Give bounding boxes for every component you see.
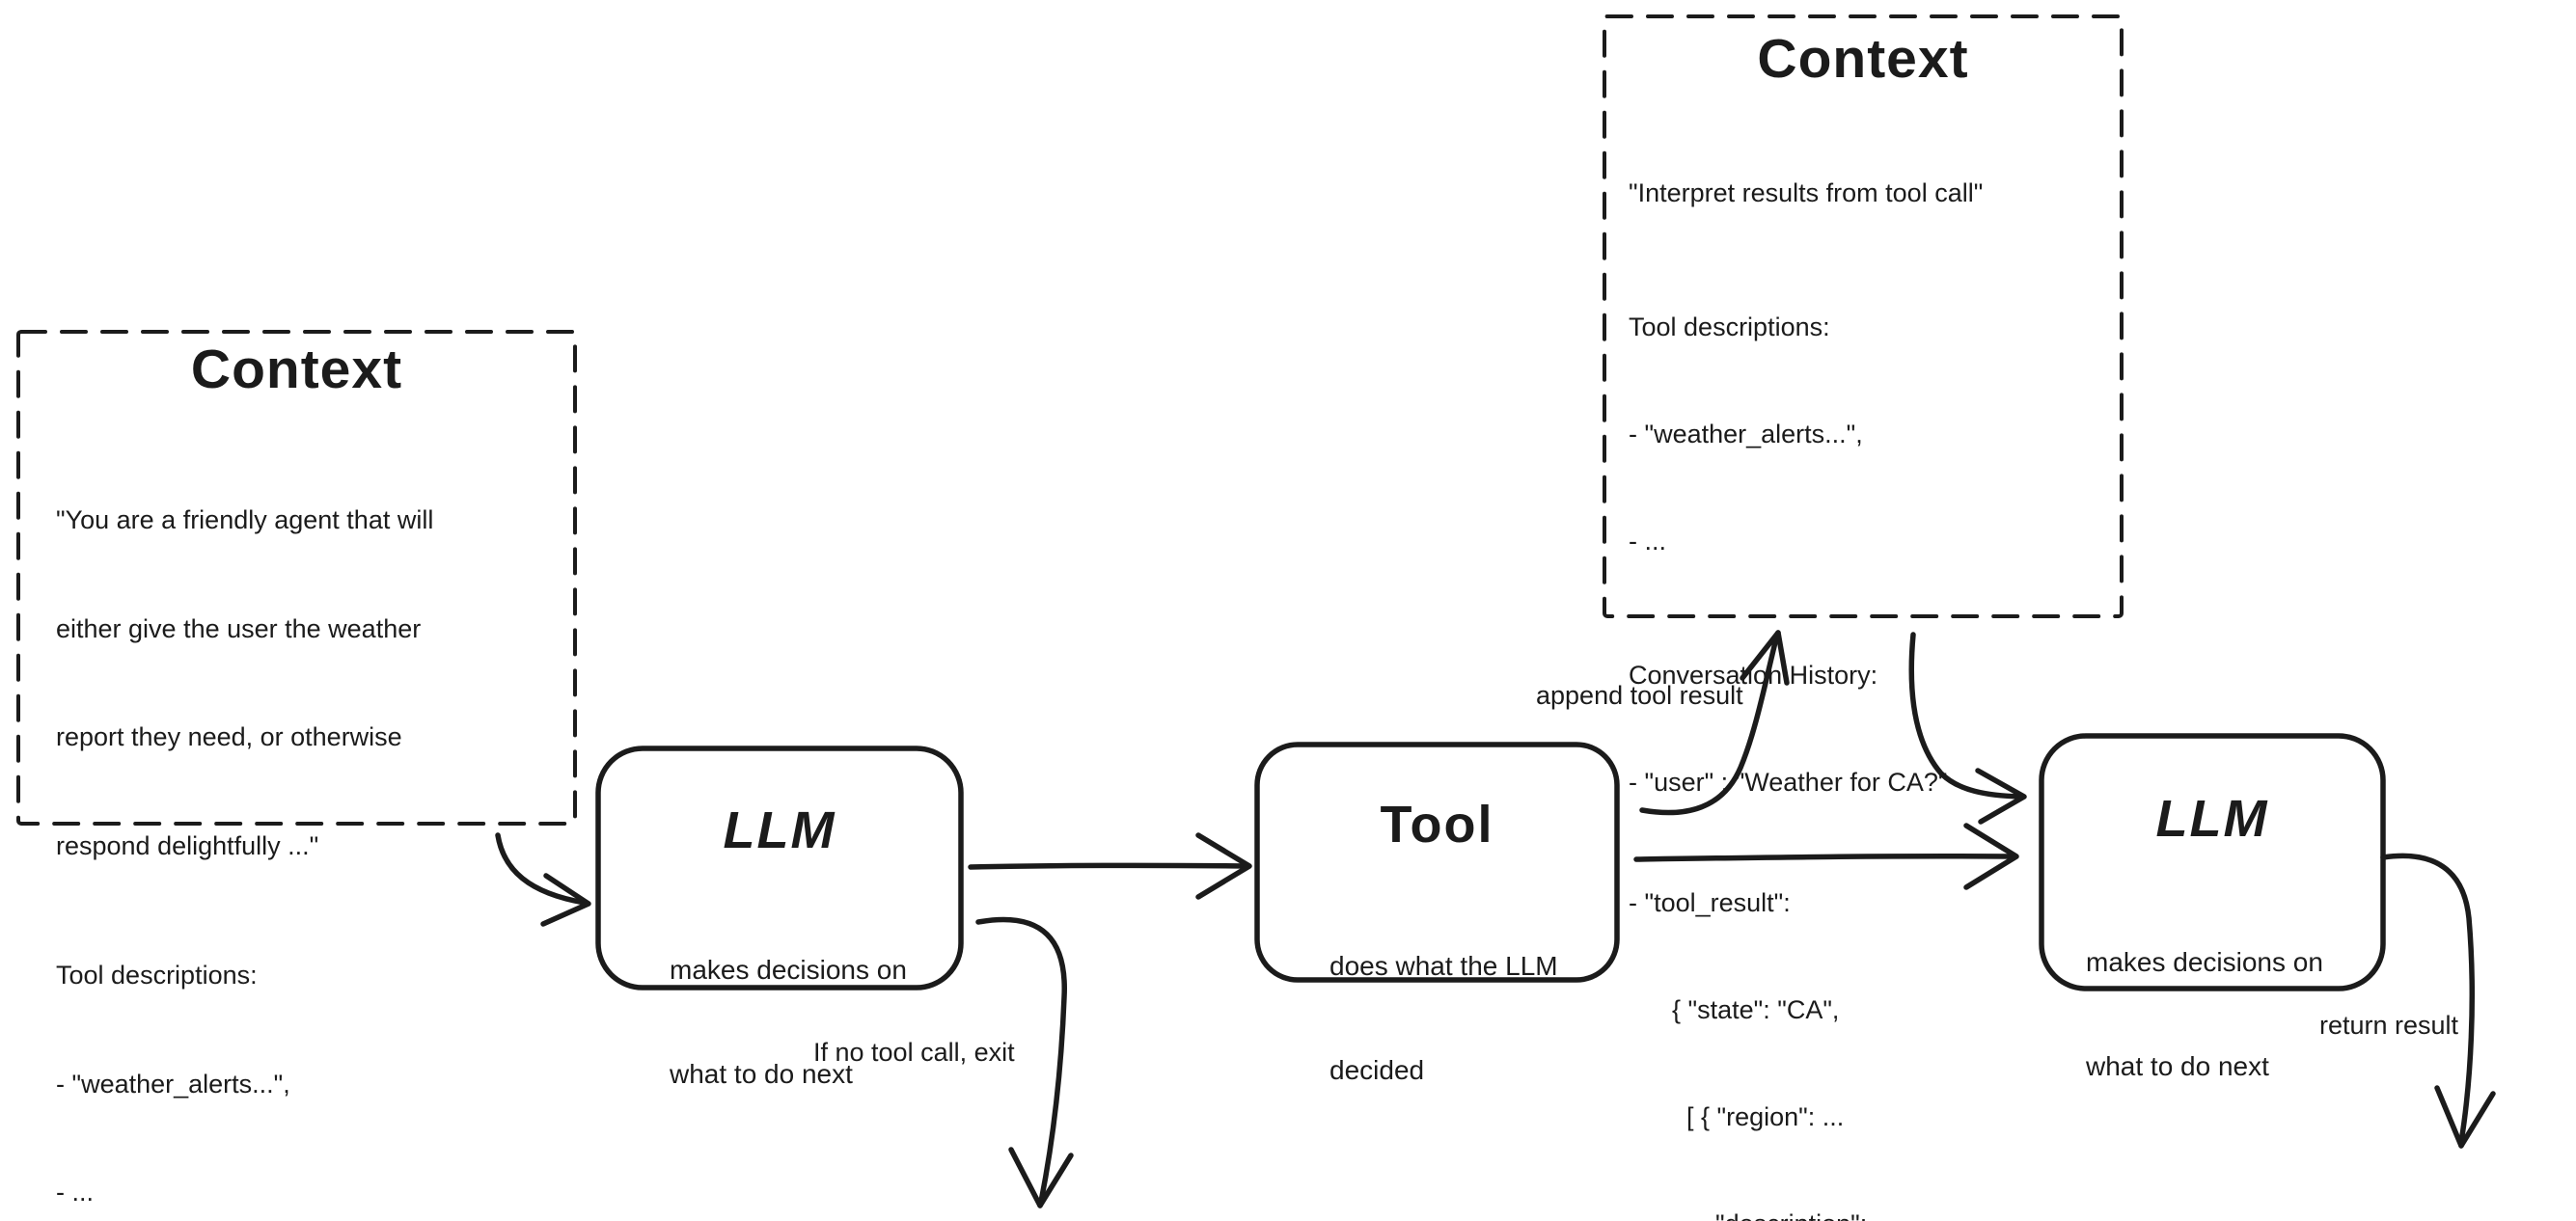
- arrow-context-left-to-llm1: [495, 832, 591, 927]
- tool-node-border: [1254, 742, 1620, 983]
- edge-label-return-result: return result: [2319, 1011, 2459, 1040]
- llm-node-2-border: [2039, 733, 2386, 991]
- node-subtitle-line: what to do next: [670, 1059, 853, 1089]
- tool-descriptions-heading: Tool descriptions:: [56, 961, 258, 990]
- context-right-title: Context: [1757, 28, 1969, 90]
- arrow-context-right-to-llm2: [1908, 632, 2027, 825]
- tool-descriptions-heading: Tool descriptions:: [1629, 312, 1830, 341]
- instruction-line: "Interpret results from tool call": [1629, 178, 1984, 207]
- conversation-item: - "user" : "Weather for CA?": [1629, 768, 1948, 797]
- conversation-item: - "tool_result":: [1629, 888, 1791, 917]
- edge-label-if-no-tool-call-exit: If no tool call, exit: [813, 1038, 1015, 1067]
- tool-node-title: Tool: [1380, 796, 1494, 854]
- arrow-tool-to-context-right: [1639, 630, 1790, 816]
- context-left-body: "You are a friendly agent that will eith…: [56, 430, 433, 1221]
- llm-node-1-subtitle: makes decisions on what to do next: [670, 883, 907, 1161]
- llm-node-2-title: LLM: [2155, 790, 2269, 848]
- conversation-item: "description": ...: [1629, 1207, 1983, 1221]
- tool-description-item: - ...: [1629, 527, 1666, 556]
- conversation-heading: Conversation History:: [1629, 661, 1878, 690]
- arrow-llm2-return: [2380, 853, 2496, 1149]
- system-prompt-line: report they need, or otherwise: [56, 722, 402, 751]
- edge-label-append-tool-result: append tool result: [1536, 681, 1743, 710]
- conversation-item: [ { "region": ...: [1629, 1102, 1845, 1131]
- llm-node-1-title: LLM: [723, 801, 836, 859]
- llm-node-2-subtitle: makes decisions on what to do next: [2086, 876, 2323, 1153]
- node-subtitle-line: what to do next: [2086, 1051, 2269, 1081]
- node-subtitle-line: does what the LLM: [1329, 951, 1558, 981]
- context-right-body: "Interpret results from tool call" Tool …: [1629, 104, 1983, 1221]
- tool-description-item: - "weather_alerts...",: [56, 1069, 290, 1099]
- context-left-title: Context: [190, 339, 403, 400]
- context-box-right-border: [1603, 14, 2124, 618]
- arrow-llm1-exit: [975, 916, 1074, 1208]
- node-subtitle-line: decided: [1329, 1055, 1425, 1085]
- arrow-tool-to-llm2: [1633, 823, 2019, 890]
- tool-node-subtitle: does what the LLM decided: [1329, 880, 1558, 1157]
- tool-description-item: - "weather_alerts...",: [1629, 420, 1863, 448]
- system-prompt-line: either give the user the weather: [56, 613, 422, 643]
- context-box-left-border: [16, 330, 577, 826]
- system-prompt-line: respond delightfully ...": [56, 830, 319, 860]
- node-subtitle-line: makes decisions on: [2086, 947, 2323, 977]
- system-prompt-line: "You are a friendly agent that will: [56, 505, 434, 534]
- conversation-item: { "state": "CA",: [1629, 995, 1840, 1024]
- llm-node-1-border: [595, 746, 964, 990]
- tool-description-item: - ...: [56, 1178, 94, 1207]
- node-subtitle-line: makes decisions on: [670, 955, 907, 985]
- arrow-llm1-to-tool: [968, 832, 1252, 900]
